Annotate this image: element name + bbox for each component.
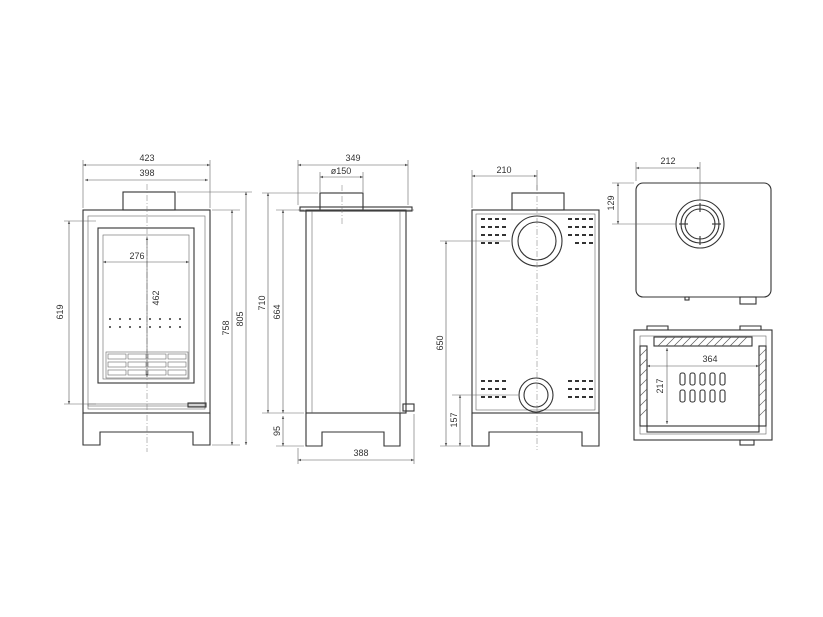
side-view: 349 ø150 710 664 95 388 (257, 153, 415, 464)
section-baffle-hatch (653, 336, 753, 347)
front-dim-glass-height: 462 (151, 290, 161, 305)
rear-dim-flue-height: 650 (435, 335, 445, 350)
top-dim-flue-offset-y: 129 (606, 195, 616, 210)
front-glass-panel (102, 234, 190, 380)
side-dim-flue-diameter: ø150 (331, 166, 352, 176)
front-flue-collar (122, 191, 176, 211)
section-left-wall-hatch (639, 345, 648, 427)
rear-base-legs (471, 413, 600, 447)
front-base-legs (82, 413, 211, 446)
section-grate-slots (679, 372, 726, 403)
front-door-handle (187, 402, 207, 408)
top-rear-spigot (739, 296, 757, 305)
rear-lower-air-inlet (518, 377, 554, 413)
side-dim-leg-height: 95 (272, 426, 282, 436)
side-base-legs (305, 413, 401, 447)
section-right-wall-hatch (758, 345, 767, 427)
rear-dim-flue-offset: 210 (496, 165, 511, 175)
front-dim-height-805: 805 (235, 311, 245, 326)
rear-dim-lower-flue-height: 157 (449, 412, 459, 427)
rear-vent-slots (481, 218, 593, 398)
section-body-outline (633, 329, 773, 441)
side-dim-depth-bottom: 388 (353, 448, 368, 458)
front-dim-glass-width: 276 (129, 251, 144, 261)
side-dim-height-664: 664 (272, 304, 282, 319)
section-dim-firebox-depth: 217 (655, 378, 665, 393)
section-dim-firebox-width: 364 (702, 354, 717, 364)
section-view: 364 217 (633, 325, 773, 446)
side-dim-height-710: 710 (257, 295, 267, 310)
front-dim-height-758: 758 (221, 320, 231, 335)
side-body-outline (305, 209, 407, 414)
top-body-outline (635, 182, 772, 298)
front-dim-door-height: 619 (55, 304, 65, 319)
top-dim-flue-offset-x: 212 (660, 156, 675, 166)
rear-view: 210 650 157 (435, 165, 600, 450)
front-air-holes (109, 318, 181, 328)
front-door-frame (97, 227, 195, 384)
front-dim-total-width: 423 (139, 153, 154, 163)
top-view: 212 129 (606, 156, 772, 305)
side-dim-depth-top: 349 (345, 153, 360, 163)
side-handle (402, 403, 415, 412)
front-view: 423 398 276 462 619 758 805 (55, 153, 252, 452)
front-dim-top-width: 398 (139, 168, 154, 178)
rear-flue-collar (511, 192, 565, 211)
